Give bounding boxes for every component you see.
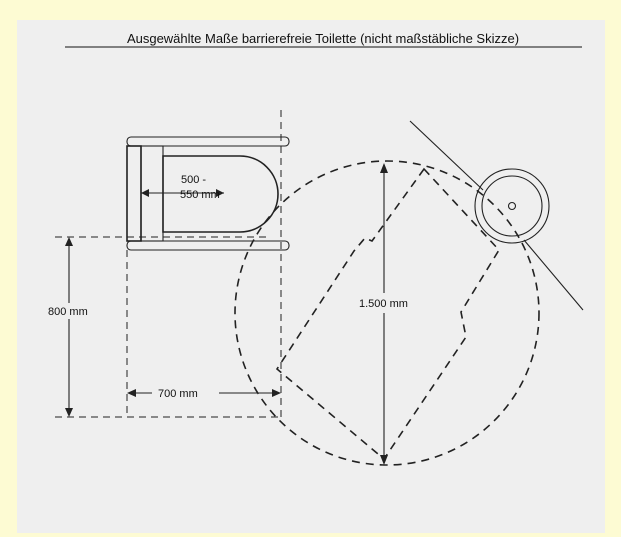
arrow-head <box>65 237 73 246</box>
lower-grab-rail <box>126 240 290 251</box>
washbasin-outer-rim <box>474 168 550 244</box>
washbasin-wall-line-upper <box>409 120 484 191</box>
seat-width-dimension: 500 - 550 mm <box>141 174 224 201</box>
wheelchair-footprint <box>275 167 500 461</box>
arrow-head <box>141 189 149 197</box>
washbasin-wall-line-lower <box>523 239 584 311</box>
wheelchair-turning-circle <box>234 160 540 466</box>
turning-diameter-label: 1.500 mm <box>359 298 408 310</box>
side-space-label: 700 mm <box>158 388 198 400</box>
toilet-tank <box>126 145 142 242</box>
washbasin-drain <box>507 201 517 211</box>
arrow-head <box>272 389 281 397</box>
depth-label: 800 mm <box>48 306 88 318</box>
diagram-panel <box>17 20 605 533</box>
washbasin-inner-rim <box>481 175 543 237</box>
depth-dimension: 800 mm <box>45 237 105 417</box>
depth-label-background <box>45 303 105 319</box>
transfer-area <box>55 236 281 418</box>
washbasin <box>409 120 584 311</box>
turning-diameter-dimension: 1.500 mm <box>356 163 418 465</box>
arrow-head <box>127 389 136 397</box>
upper-grab-rail <box>126 136 290 147</box>
toilet-bowl <box>162 155 279 233</box>
arrow-head <box>65 408 73 417</box>
diagram-title: Ausgewählte Maße barrierefreie Toilette … <box>127 31 519 46</box>
arrow-head <box>380 455 388 465</box>
arrow-head <box>380 163 388 173</box>
side-space-dimension: 700 mm <box>127 388 281 400</box>
seat-width-label-line1: 500 - <box>181 174 206 186</box>
seat-width-label-line2: 550 mm <box>180 189 220 201</box>
diameter-label-background <box>356 295 418 311</box>
